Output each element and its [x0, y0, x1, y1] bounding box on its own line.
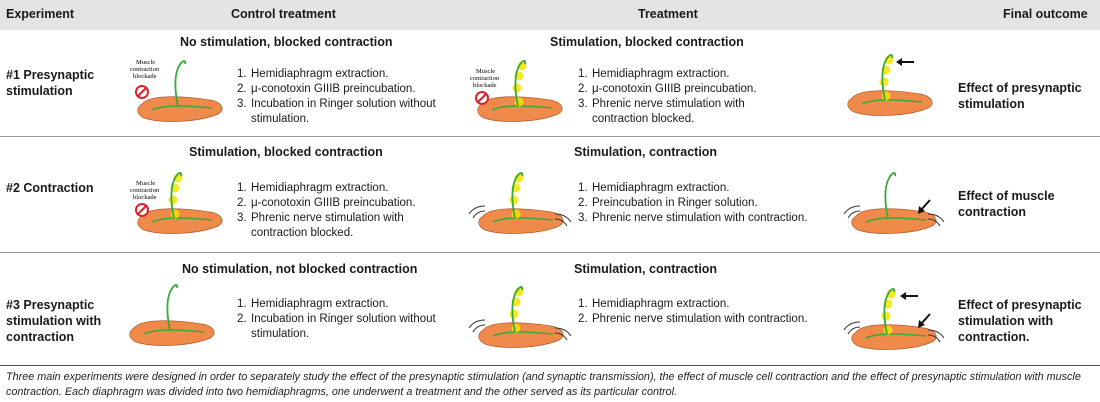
list-item: 3.Phrenic nerve stimulation with contrac… [237, 212, 404, 239]
row3-control-steps: 1.Hemidiaphragm extraction. 2.Incubation… [237, 297, 437, 342]
list-item: 1.Hemidiaphragm extraction. [237, 68, 389, 80]
row2-treatment-title: Stimulation, contraction [574, 145, 718, 159]
list-item: 1.Hemidiaphragm extraction. [578, 182, 730, 194]
list-item: 2.μ-conotoxin GIIIB preincubation. [237, 197, 416, 209]
row2-control-steps: 1.Hemidiaphragm extraction. 2.μ-conotoxi… [237, 181, 447, 241]
header-control: Control treatment [231, 7, 336, 21]
list-item: 1.Hemidiaphragm extraction. [237, 182, 389, 194]
list-item: 1.Hemidiaphragm extraction. [578, 298, 730, 310]
arrow-down-left-icon [918, 199, 931, 214]
row2-treatment-steps: 1.Hemidiaphragm extraction. 2.Preincubat… [578, 181, 818, 226]
contraction-motion-icon [468, 319, 572, 341]
row1-treatment-title: Stimulation, blocked contraction [550, 35, 744, 49]
contraction-motion-icon [468, 205, 572, 227]
row-divider [0, 136, 1100, 137]
table-caption: Three main experiments were designed in … [6, 371, 1081, 398]
arrow-left-icon [896, 58, 914, 66]
row2-control-title: Stimulation, blocked contraction [189, 145, 383, 159]
list-item: 2.Incubation in Ringer solution without … [237, 313, 436, 340]
muscle-nerve-illustration-outcome-combined [843, 288, 945, 350]
muscle-nerve-illustration-contracting [468, 286, 572, 348]
list-item: 3.Phrenic nerve stimulation with contrac… [578, 212, 808, 224]
row3-control-title: No stimulation, not blocked contraction [182, 262, 418, 276]
row1-control-title: No stimulation, blocked contraction [180, 35, 393, 49]
muscle-nerve-illustration-outcome [847, 54, 933, 116]
contraction-motion-icon [843, 205, 945, 227]
list-item: 3.Phrenic nerve stimulation with contrac… [578, 98, 745, 125]
list-item: 2.Phrenic nerve stimulation with contrac… [578, 313, 808, 325]
row3-outcome: Effect of presynaptic stimulation with c… [958, 298, 1082, 344]
blockade-icon [475, 91, 489, 105]
header-treatment: Treatment [638, 7, 698, 21]
list-item: 1.Hemidiaphragm extraction. [237, 298, 389, 310]
list-item: 2.μ-conotoxin GIIIB preincubation. [237, 83, 416, 95]
row1-experiment: #1 Presynaptic stimulation [6, 68, 95, 98]
muscle-nerve-illustration-contracting [468, 172, 572, 234]
muscle-nerve-illustration-resting [129, 284, 215, 346]
row1-treatment-steps: 1.Hemidiaphragm extraction. 2.μ-conotoxi… [578, 67, 788, 127]
row1-control-steps: 1.Hemidiaphragm extraction. 2.μ-conotoxi… [237, 67, 447, 127]
list-item: 3.Incubation in Ringer solution without … [237, 98, 436, 125]
arrow-left-icon [900, 292, 918, 300]
row1-outcome: Effect of presynaptic stimulation [958, 81, 1082, 111]
row3-treatment-title: Stimulation, contraction [574, 262, 718, 276]
list-item: 1.Hemidiaphragm extraction. [578, 68, 730, 80]
muscle-nerve-illustration-outcome-contraction [843, 172, 945, 234]
row2-outcome: Effect of muscle contraction [958, 189, 1055, 219]
row-divider [0, 252, 1100, 253]
arrow-down-left-icon [918, 313, 931, 328]
row2-experiment: #2 Contraction [6, 181, 94, 195]
row3-treatment-steps: 1.Hemidiaphragm extraction. 2.Phrenic ne… [578, 297, 818, 327]
header-outcome: Final outcome [1003, 7, 1088, 21]
list-item: 2.Preincubation in Ringer solution. [578, 197, 758, 209]
header-experiment: Experiment [6, 7, 75, 21]
table-bottom-rule [0, 365, 1100, 366]
table-header: Experiment Control treatment Treatment F… [0, 0, 1100, 30]
blockade-icon [135, 85, 149, 99]
list-item: 2.μ-conotoxin GIIIB preincubation. [578, 83, 757, 95]
blockade-icon [135, 203, 149, 217]
contraction-motion-icon [843, 321, 945, 343]
row3-experiment: #3 Presynaptic stimulation with contract… [6, 298, 102, 344]
